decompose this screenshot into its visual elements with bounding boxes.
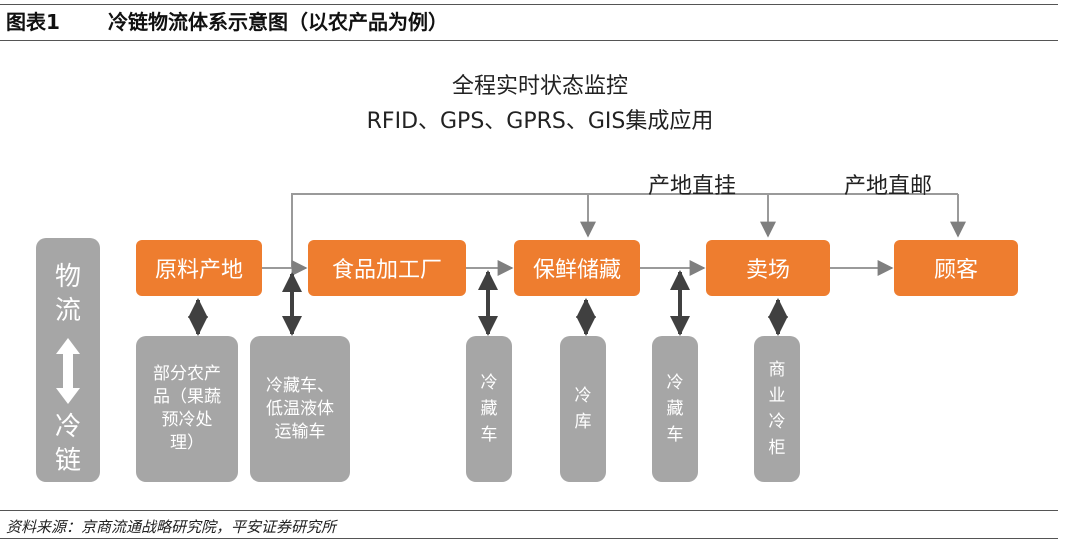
node-food-factory: 食品加工厂 (308, 240, 466, 296)
left-label-top-text: 物流 (55, 262, 82, 326)
left-label-top: 物流 (36, 260, 100, 328)
figure-label: 图表1 (6, 10, 60, 34)
monitor-title: 全程实时状态监控 (451, 74, 628, 99)
source-note: 资料来源：京商流通战略研究院，平安证券研究所 (6, 518, 337, 536)
side-text-commercial-fridge: 商业冷柜 (768, 360, 786, 458)
side-text-transport: 冷藏车、低温液体运输车 (266, 375, 334, 442)
node-customer: 顾客 (894, 240, 1018, 296)
figure-header: 图表1 冷链物流体系示意图（以农产品为例） (0, 0, 1080, 42)
node-fresh-storage: 保鲜储藏 (514, 240, 640, 296)
header-rule (0, 40, 1058, 41)
side-text-reefer-1: 冷藏车 (480, 373, 498, 445)
side-text-cold-storage: 冷库 (574, 386, 592, 432)
side-box-transport: 冷藏车、低温液体运输车 (250, 336, 350, 482)
side-box-reefer-2: 冷藏车 (652, 336, 698, 482)
left-label-bottom-text: 冷链 (55, 412, 82, 476)
left-label-bottom: 冷链 (36, 410, 100, 478)
figure-title: 冷链物流体系示意图（以农产品为例） (108, 10, 448, 34)
side-box-precooling: 部分农产品（果蔬预冷处理） (136, 336, 238, 482)
side-box-commercial-fridge: 商业冷柜 (754, 336, 800, 482)
side-box-cold-storage: 冷库 (560, 336, 606, 482)
direct-mail-label: 产地直邮 (844, 174, 933, 199)
direct-hang-label: 产地直挂 (648, 174, 737, 199)
logistics-coldchain-label: 物流 冷链 (36, 238, 100, 482)
direct-route-line (291, 193, 958, 268)
up-down-arrow-icon (56, 338, 80, 404)
side-text-reefer-2: 冷藏车 (666, 373, 684, 445)
monitor-subtitle: RFID、GPS、GPRS、GIS集成应用 (366, 109, 714, 134)
side-box-reefer-1: 冷藏车 (466, 336, 512, 482)
node-raw-origin: 原料产地 (136, 240, 262, 296)
footer-rule-top (0, 510, 1058, 511)
footer-rule-bottom (0, 538, 1058, 539)
node-mall: 卖场 (706, 240, 830, 296)
side-text-precooling: 部分农产品（果蔬预冷处理） (153, 364, 221, 453)
top-rule (0, 4, 1058, 5)
